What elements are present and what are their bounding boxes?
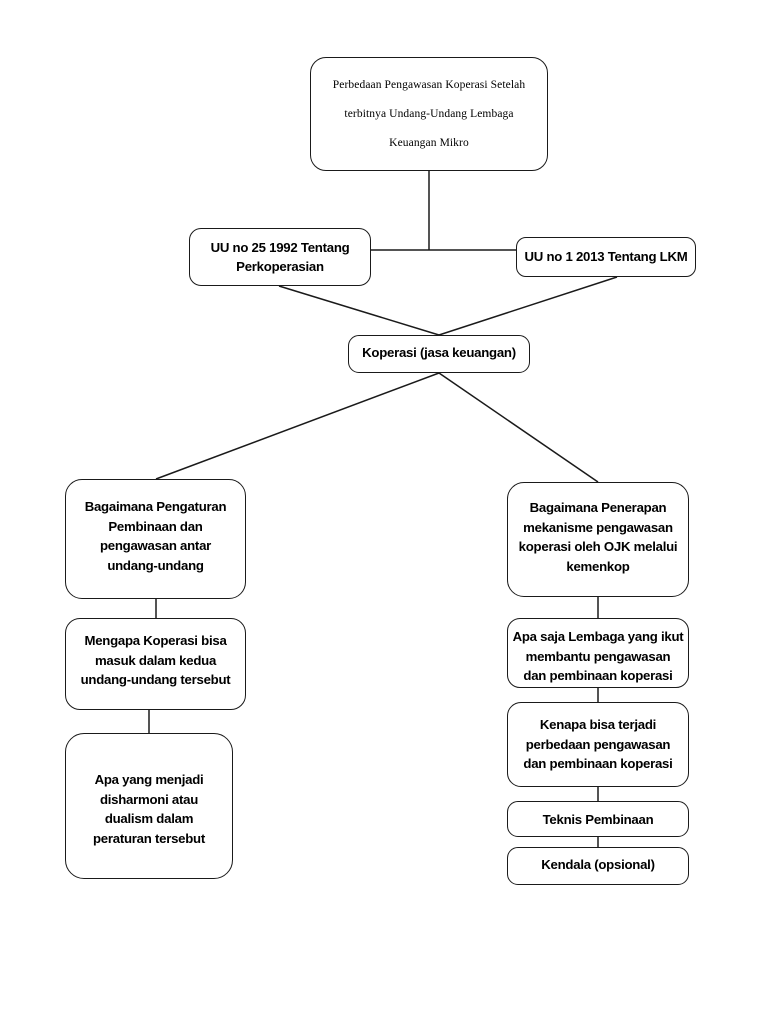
node-right-lembaga-membantu-label: Apa saja Lembaga yang ikut membantu peng… [512,629,684,683]
edge-koperasi-to-left1 [155,372,440,480]
node-right-kenapa-perbedaan[interactable]: Kenapa bisa terjadi perbedaan pengawasan… [507,702,689,787]
node-left-pengaturan-pembinaan-label: Bagaimana Pengaturan Pembinaan dan penga… [84,499,227,573]
edge-uuleft-to-koperasi [278,285,440,336]
node-koperasi-label: Koperasi (jasa keuangan) [362,345,516,360]
node-title[interactable]: Perbedaan Pengawasan Koperasi Setelah te… [310,57,548,171]
node-uu-1-2013-label: UU no 1 2013 Tentang LKM [524,249,688,265]
node-uu-25-1992[interactable]: UU no 25 1992 Tentang Perkoperasian [189,228,371,286]
node-koperasi[interactable]: Koperasi (jasa keuangan) [348,335,530,373]
node-title-label: Perbedaan Pengawasan Koperasi Setelah te… [332,78,526,149]
node-left-pengaturan-pembinaan[interactable]: Bagaimana Pengaturan Pembinaan dan penga… [65,479,246,599]
node-right-teknis-pembinaan-label: Teknis Pembinaan [542,812,654,827]
node-left-disharmoni-label: Apa yang menjadi disharmoni atau dualism… [92,772,206,846]
node-right-kendala-opsional-label: Kendala (opsional) [541,857,655,872]
node-left-disharmoni[interactable]: Apa yang menjadi disharmoni atau dualism… [65,733,233,879]
node-left-mengapa-koperasi[interactable]: Mengapa Koperasi bisa masuk dalam kedua … [65,618,246,710]
node-right-lembaga-membantu[interactable]: Apa saja Lembaga yang ikut membantu peng… [507,618,689,688]
node-right-penerapan-mekanisme-label: Bagaimana Penerapan mekanisme pengawasan… [518,500,678,574]
node-right-penerapan-mekanisme[interactable]: Bagaimana Penerapan mekanisme pengawasan… [507,482,689,597]
node-uu-25-1992-label: UU no 25 1992 Tentang Perkoperasian [210,239,350,275]
node-uu-1-2013[interactable]: UU no 1 2013 Tentang LKM [516,237,696,277]
node-left-mengapa-koperasi-label: Mengapa Koperasi bisa masuk dalam kedua … [80,633,231,687]
node-right-kenapa-perbedaan-label: Kenapa bisa terjadi perbedaan pengawasan… [523,717,673,771]
edge-uuright-to-koperasi [438,276,618,336]
node-right-teknis-pembinaan[interactable]: Teknis Pembinaan [507,801,689,837]
edge-koperasi-to-right1 [438,372,599,483]
node-right-kendala-opsional[interactable]: Kendala (opsional) [507,847,689,885]
